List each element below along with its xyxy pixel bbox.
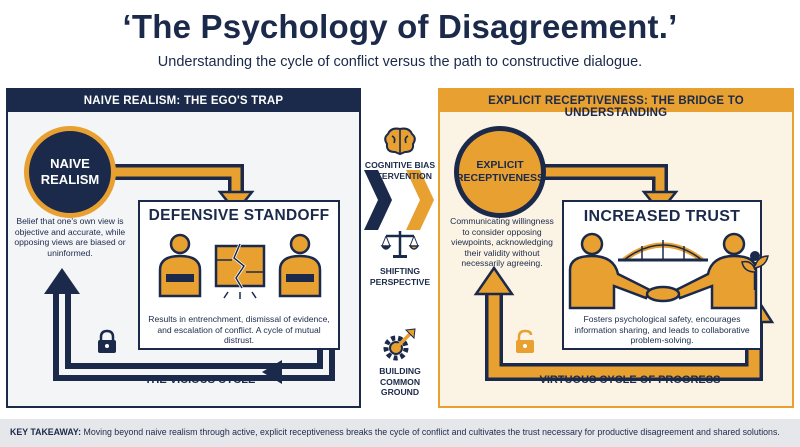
naive-realism-panel-header: NAIVE REALISM: THE EGO'S TRAP: [8, 90, 359, 112]
defensive-standoff-description: Results in entrenchment, dismissal of ev…: [148, 314, 330, 345]
increased-trust-title: INCREASED TRUST: [583, 208, 741, 225]
defensive-standoff-title: DEFENSIVE STANDOFF: [148, 207, 330, 224]
page-subtitle: Understanding the cycle of conflict vers…: [157, 54, 643, 70]
shifting-perspective-label: SHIFTING PERSPECTIVE: [369, 266, 431, 287]
explicit-receptiveness-circle: EXPLICIT RECEPTIVENESS: [454, 126, 546, 218]
key-takeaway-bar: KEY TAKEAWAY: Moving beyond naive realis…: [0, 419, 800, 447]
naive-realism-circle: NAIVE REALISM: [24, 126, 116, 218]
increased-trust-description: Fosters psychological safety, encourages…: [574, 314, 750, 345]
balance-scale-icon: [380, 231, 420, 258]
vicious-cycle-label: THE VICIOUS CYCLE: [144, 374, 256, 386]
building-common-ground-label: BUILDING COMMON GROUND: [379, 366, 421, 397]
sprout-icon: [741, 251, 769, 290]
unlock-icon: [516, 329, 534, 353]
increased-trust-box: INCREASED TRUST Fosters psychological sa…: [562, 200, 762, 350]
explicit-receptiveness-description: Communicating willingness to consider op…: [450, 216, 554, 268]
cognitive-bias-label: COGNITIVE BIAS INTERVENTION: [364, 160, 436, 181]
handshake-illustration-icon: [568, 232, 758, 310]
page-title: ‘The Psychology of Disagreement.’: [122, 8, 678, 45]
gear-icon: [383, 328, 416, 361]
key-takeaway-label: KEY TAKEAWAY:: [10, 427, 82, 437]
lock-icon: [98, 329, 116, 353]
brain-icon: [384, 127, 416, 156]
explicit-receptiveness-panel-header: EXPLICIT RECEPTIVENESS: THE BRIDGE TO UN…: [440, 90, 792, 119]
defensive-standoff-box: DEFENSIVE STANDOFF Results in entrenchme…: [138, 200, 340, 350]
middle-chevrons: [364, 170, 434, 230]
naive-realism-description: Belief that one's own view is objective …: [14, 216, 126, 258]
virtuous-cycle-label: VIRTUOUS CYCLE OF PROGRESS: [539, 374, 721, 386]
key-takeaway-text: Moving beyond naive realism through acti…: [83, 427, 780, 437]
standoff-illustration-icon: [158, 233, 322, 299]
